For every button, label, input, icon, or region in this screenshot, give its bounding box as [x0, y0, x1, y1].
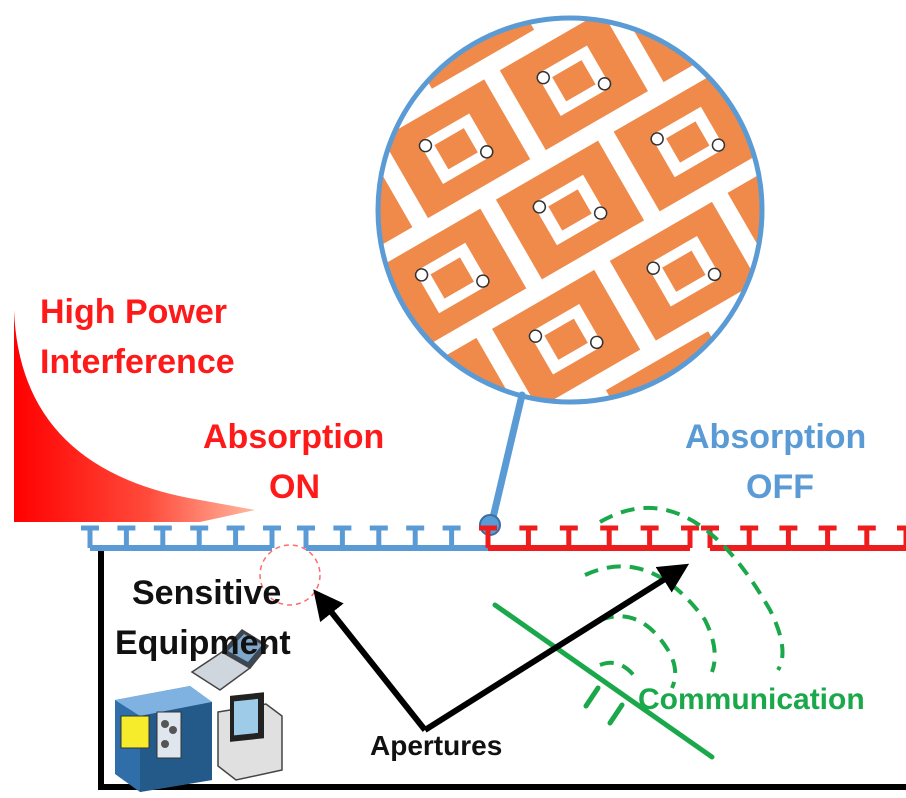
metasurface-unit-cell: [378, 208, 527, 348]
equipment-icon: [115, 629, 283, 792]
metasurface-unit-cell: [378, 18, 421, 28]
metasurface-unit-cell: [845, 66, 906, 205]
metasurface-unit-cell: [499, 18, 648, 151]
metasurface-unit-cell: [370, 467, 518, 606]
high-power-label-line1: High Power: [40, 293, 228, 331]
absorption-off-label-line2: OFF: [746, 468, 814, 506]
metasurface-segment-on-left: [81, 525, 281, 551]
interference-wedge: [14, 310, 255, 522]
metasurface-unit-cell: [841, 195, 906, 334]
metasurface-segment-on-right: [297, 525, 497, 551]
absorption-off-label-line1: Absorption: [685, 418, 867, 456]
magnified-metasurface-icon: [33, 0, 906, 735]
metasurface-segment-off-left: [479, 525, 699, 551]
metasurface-unit-cell: [735, 0, 883, 14]
metasurface-unit-cell: [492, 269, 641, 402]
enclosure: [98, 548, 906, 790]
aperture-arrows: [313, 563, 690, 733]
absorption-on-label-line2: ON: [269, 468, 320, 506]
metasurface-unit-cell: [378, 276, 409, 402]
metasurface-unit-cell: [731, 18, 762, 144]
metasurface-unit-cell: [602, 460, 750, 599]
high-power-label-line2: Interference: [40, 343, 235, 381]
apertures-label: Apertures: [370, 730, 503, 761]
metasurface-unit-cell: [609, 201, 758, 341]
sensitive-label-line1: Sensitive: [132, 574, 282, 612]
metasurface-unit-cell: [146, 215, 294, 354]
communication-waves: [584, 506, 785, 689]
metasurface-unit-cell: [849, 0, 906, 75]
metasurface-unit-cell: [613, 72, 762, 212]
metasurface-unit-cell: [33, 154, 181, 293]
metasurface-unit-cell: [154, 0, 302, 96]
metasurface-unit-cell: [36, 25, 184, 164]
sensitive-label-line2: Equipment: [115, 624, 291, 662]
metasurface-unit-cell: [366, 596, 514, 735]
metasurface: [81, 525, 906, 551]
absorption-on-label-line1: Absorption: [203, 418, 385, 456]
metasurface-segment-off-right: [701, 525, 906, 551]
metasurface-unit-cell: [382, 79, 531, 219]
aperture-ring: [259, 544, 321, 606]
antenna-icon: [492, 602, 715, 760]
metasurface-unit-cell: [488, 399, 637, 402]
metasurface-unit-cell: [719, 392, 762, 402]
metasurface-unit-cell: [150, 86, 298, 225]
communication-label: Communication: [638, 683, 865, 716]
metasurface-unit-cell: [495, 140, 645, 280]
